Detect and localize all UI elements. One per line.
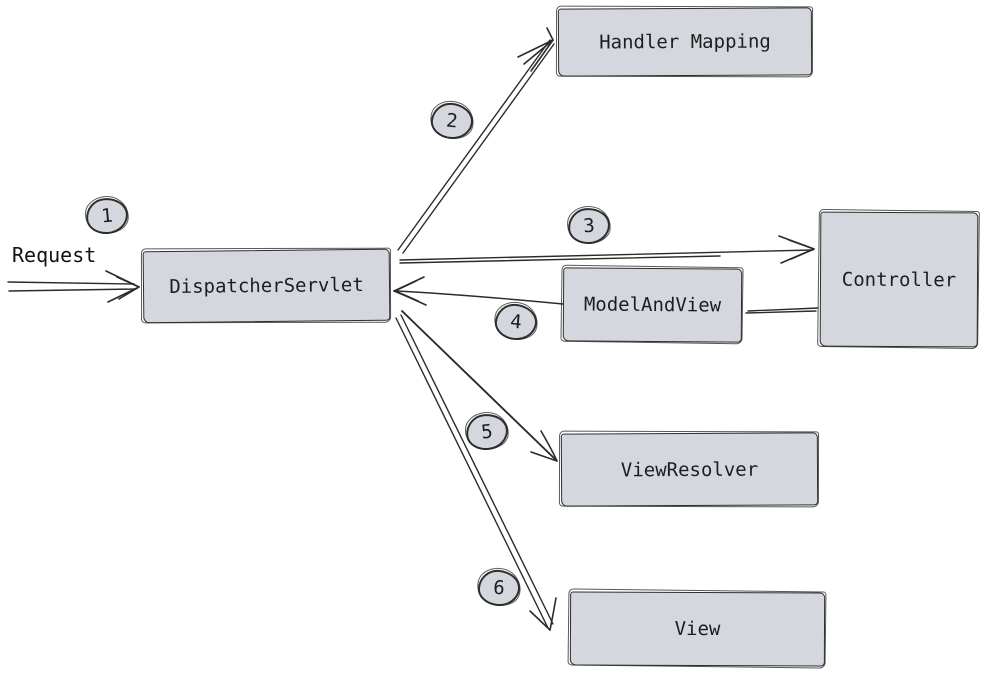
node-controller: Controller [819, 211, 979, 348]
node-view: View [569, 591, 826, 667]
step-badge-1-number: 1 [100, 204, 114, 228]
request-label: Request [12, 243, 97, 267]
step-badge-2-number: 2 [445, 109, 459, 133]
arrow-request-to-dispatcherservlet [7, 270, 140, 303]
step-badge-4-number: 4 [509, 310, 523, 334]
line-controller-to-modelandview [745, 307, 819, 314]
node-model-and-view: ModelAndView [562, 267, 743, 343]
node-handler-mapping: Handler Mapping [557, 7, 813, 77]
step-badge-5-number: 5 [480, 420, 494, 444]
step-badge-6-number: 6 [492, 576, 506, 600]
arrow-dispatcherservlet-to-handlermapping [397, 27, 555, 254]
node-view-resolver: ViewResolver [560, 432, 819, 507]
arrow-dispatcherservlet-to-viewresolver [401, 310, 558, 462]
node-model-and-view-label: ModelAndView [583, 293, 722, 317]
node-controller-label: Controller [841, 268, 957, 291]
node-dispatcher-servlet-label: DispatcherServlet [169, 273, 364, 299]
node-view-label: View [674, 617, 721, 641]
node-handler-mapping-label: Handler Mapping [599, 30, 771, 54]
node-view-resolver-label: ViewResolver [620, 458, 759, 481]
arrow-dispatcherservlet-to-view [395, 314, 557, 631]
node-dispatcher-servlet: DispatcherServlet [142, 248, 391, 324]
arrow-dispatcherservlet-to-controller [399, 235, 815, 264]
step-badge-3-number: 3 [582, 214, 596, 238]
arrow-modelandview-to-dispatcherservlet [393, 276, 564, 306]
